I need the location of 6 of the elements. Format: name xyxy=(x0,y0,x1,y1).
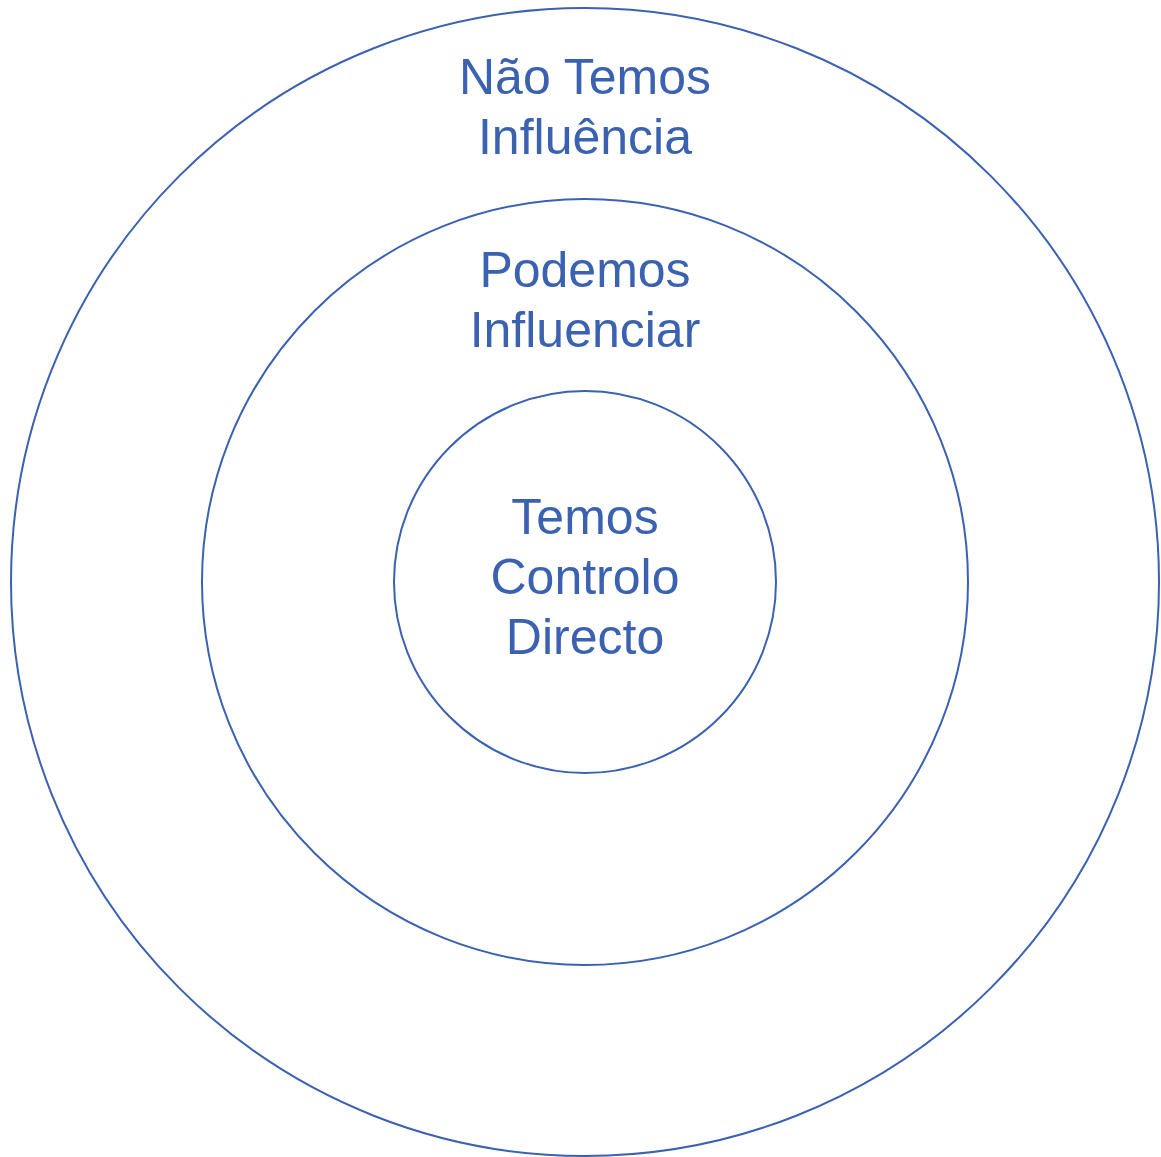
circle-label: Temos Controlo Directo xyxy=(489,488,681,667)
circle-label: Não Temos Influência xyxy=(458,48,712,167)
ring-circle xyxy=(393,390,777,774)
ring-circle xyxy=(201,198,969,966)
ring-circle xyxy=(10,7,1160,1157)
circle-label: Podemos Influenciar xyxy=(468,241,702,360)
